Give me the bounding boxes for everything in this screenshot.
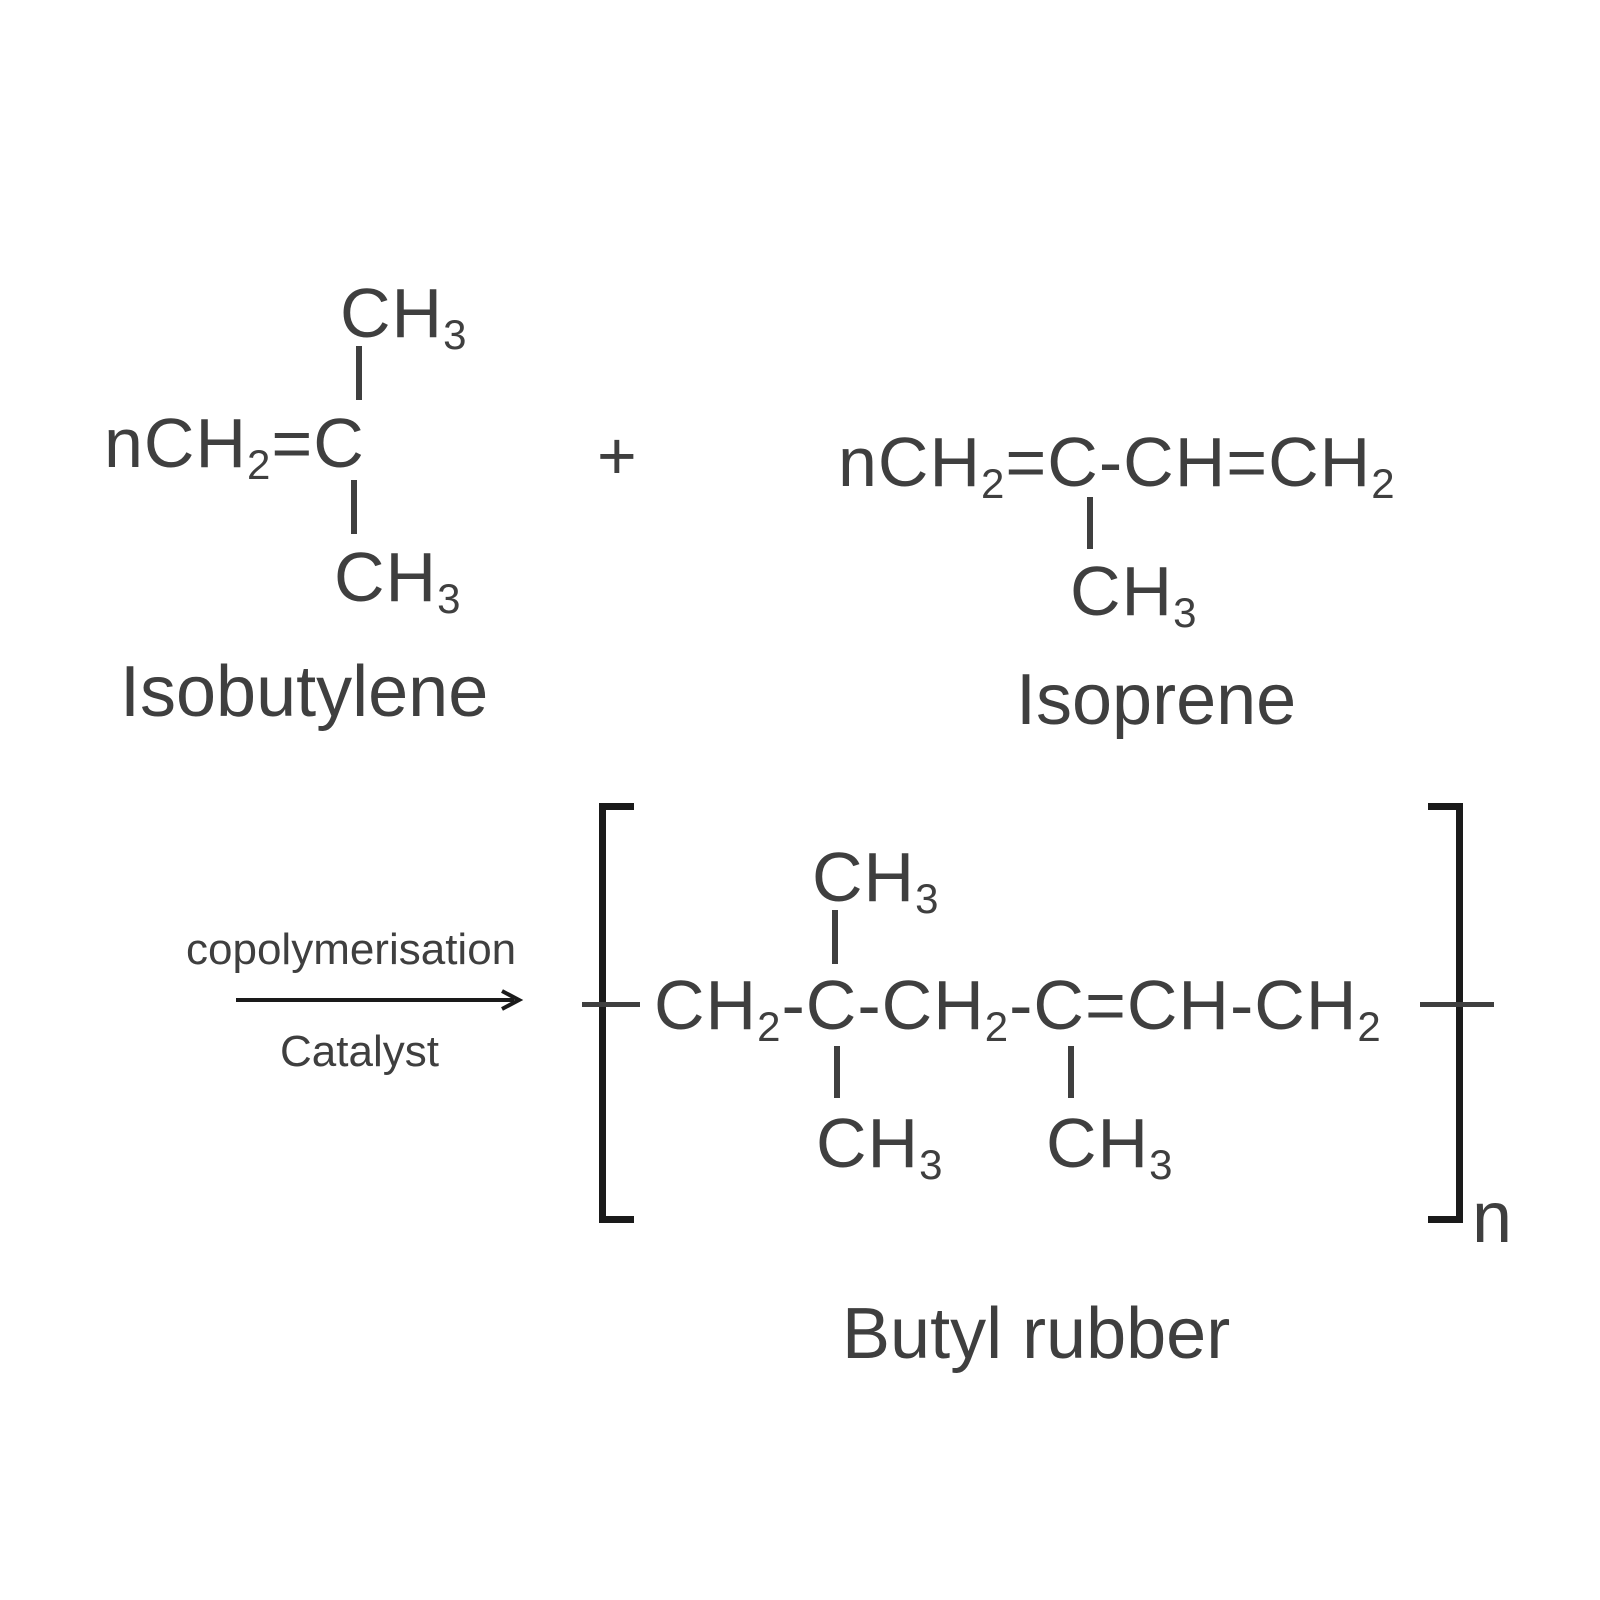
left-chain-extension xyxy=(582,1002,640,1007)
butyl-bottom-methyl-1: CH3 xyxy=(816,1108,943,1186)
butyl-chain-part-2: -C-CH xyxy=(781,966,985,1044)
butyl-bottom-methyl-2-subscript: 3 xyxy=(1149,1141,1174,1188)
isobutylene-bottom-methyl: CH3 xyxy=(334,542,461,620)
isoprene-methyl-bond xyxy=(1087,497,1093,549)
isobutylene-main-chain: nCH2=C xyxy=(104,408,365,486)
isoprene-main-subscript-1: 2 xyxy=(981,460,1006,507)
right-bracket xyxy=(1428,803,1463,1223)
butyl-main-chain: CH2-C-CH2-C=CH-CH2 xyxy=(654,970,1382,1048)
isobutylene-name: Isobutylene xyxy=(120,652,489,732)
isobutylene-main-prefix: nCH xyxy=(104,404,248,482)
butyl-chain-subscript-3: 2 xyxy=(1357,1003,1382,1050)
butyl-chain-subscript-1: 2 xyxy=(757,1003,782,1050)
isoprene-main-subscript-2: 2 xyxy=(1371,460,1396,507)
butyl-top-methyl-subscript: 3 xyxy=(915,875,940,922)
right-chain-extension xyxy=(1420,1002,1494,1007)
butyl-bottom-methyl-1-text: CH xyxy=(816,1104,920,1182)
left-bracket xyxy=(599,803,634,1223)
isobutylene-top-methyl-text: CH xyxy=(340,274,444,352)
plus-sign: + xyxy=(597,418,638,494)
butyl-bottom-methyl-2: CH3 xyxy=(1046,1108,1173,1186)
butyl-top-bond xyxy=(832,910,838,964)
butyl-bottom-bond-2 xyxy=(1068,1046,1074,1098)
isoprene-methyl-text: CH xyxy=(1070,552,1174,630)
butyl-bottom-methyl-1-subscript: 3 xyxy=(919,1141,944,1188)
isoprene-methyl: CH3 xyxy=(1070,556,1197,634)
butyl-bottom-methyl-2-text: CH xyxy=(1046,1104,1150,1182)
isobutylene-top-bond xyxy=(356,346,362,400)
butyl-chain-part-1: CH xyxy=(654,966,758,1044)
butyl-chain-part-3: -C=CH-CH xyxy=(1009,966,1358,1044)
isoprene-name: Isoprene xyxy=(1016,660,1297,740)
isobutylene-top-methyl: CH3 xyxy=(340,278,467,356)
isobutylene-bottom-bond xyxy=(351,480,357,534)
butyl-top-methyl-text: CH xyxy=(812,838,916,916)
butyl-top-methyl: CH3 xyxy=(812,842,939,920)
butyl-bottom-bond-1 xyxy=(834,1046,840,1098)
isoprene-main-chain: nCH2=C-CH=CH2 xyxy=(838,427,1396,505)
reaction-condition-above: copolymerisation xyxy=(186,925,517,974)
reaction-condition-below: Catalyst xyxy=(280,1027,439,1076)
isobutylene-bottom-methyl-subscript: 3 xyxy=(437,575,462,622)
reaction-arrow xyxy=(236,989,524,1011)
butyl-chain-subscript-2: 2 xyxy=(984,1003,1010,1050)
isobutylene-main-subscript: 2 xyxy=(247,441,272,488)
repeat-unit-subscript: n xyxy=(1472,1178,1514,1258)
isobutylene-main-suffix: =C xyxy=(271,404,365,482)
isobutylene-top-methyl-subscript: 3 xyxy=(443,311,468,358)
isobutylene-bottom-methyl-text: CH xyxy=(334,538,438,616)
isoprene-methyl-subscript: 3 xyxy=(1173,589,1198,636)
isoprene-main-prefix: nCH xyxy=(838,423,982,501)
butyl-rubber-name: Butyl rubber xyxy=(842,1294,1231,1374)
isoprene-main-middle: =C-CH=CH xyxy=(1005,423,1372,501)
